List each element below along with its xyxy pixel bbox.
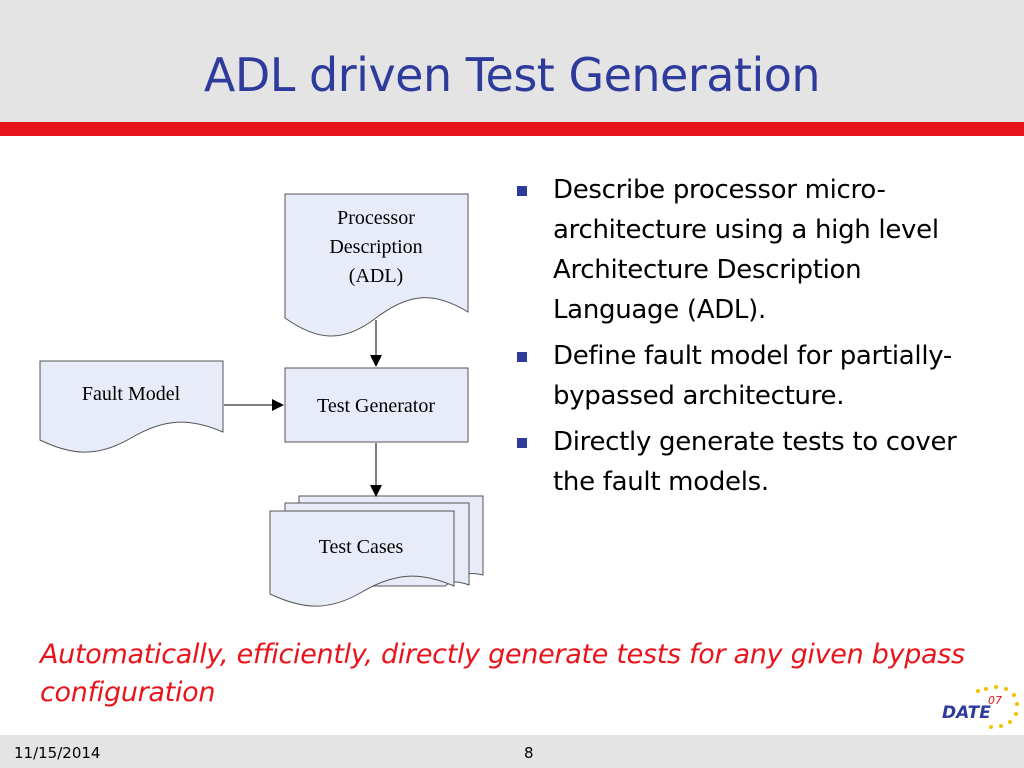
header-band bbox=[0, 0, 1024, 122]
test-generator-label: Test Generator bbox=[317, 395, 435, 417]
date-logo: DATE 07 bbox=[942, 685, 1019, 729]
process-box bbox=[284, 367, 469, 443]
logo-text: DATE bbox=[942, 703, 991, 723]
page-number: 8 bbox=[524, 744, 534, 762]
test-generator-node: Test Generator bbox=[284, 367, 469, 443]
bullet-list: Describe processor micro-architecture us… bbox=[515, 170, 985, 508]
slide-title: ADL driven Test Generation bbox=[203, 48, 821, 102]
document-stack-front bbox=[269, 510, 455, 607]
bullet-item: Directly generate tests to cover the fau… bbox=[515, 422, 985, 502]
document-shape bbox=[284, 193, 469, 337]
document-shape bbox=[39, 360, 224, 453]
processor-label-line3: (ADL) bbox=[349, 265, 403, 287]
logo-superscript: 07 bbox=[988, 694, 1002, 707]
footer-band: 11/15/2014 8 bbox=[0, 735, 1024, 768]
square-bullet-icon bbox=[517, 438, 527, 448]
bullet-text: Describe processor micro-architecture us… bbox=[553, 175, 939, 325]
processor-label-line1: Processor bbox=[337, 207, 415, 229]
tagline: Automatically, efficiently, directly gen… bbox=[40, 639, 965, 708]
title-underline-bar bbox=[0, 122, 1024, 136]
bullet-item: Define fault model for partially-bypasse… bbox=[515, 336, 985, 416]
fault-model-node: Fault Model bbox=[39, 360, 224, 453]
bullet-item: Describe processor micro-architecture us… bbox=[515, 170, 985, 330]
bullet-text: Directly generate tests to cover the fau… bbox=[553, 427, 957, 497]
processor-label-line2: Description bbox=[329, 236, 422, 258]
square-bullet-icon bbox=[517, 352, 527, 362]
star-ring-icon bbox=[976, 685, 1019, 729]
processor-description-node: Processor Description (ADL) bbox=[284, 193, 469, 337]
bullet-text: Define fault model for partially-bypasse… bbox=[553, 341, 952, 411]
square-bullet-icon bbox=[517, 186, 527, 196]
test-cases-label: Test Cases bbox=[319, 536, 404, 558]
test-cases-node: Test Cases bbox=[269, 495, 484, 607]
fault-model-label: Fault Model bbox=[82, 383, 181, 405]
footer-date: 11/15/2014 bbox=[14, 744, 101, 762]
